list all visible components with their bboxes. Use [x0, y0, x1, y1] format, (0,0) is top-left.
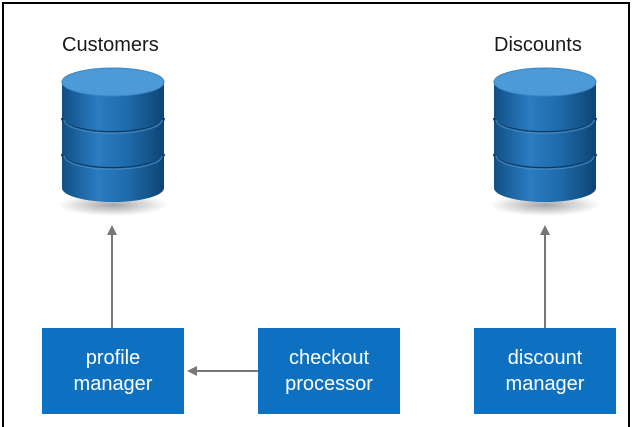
discount-manager-line1: discount [507, 347, 583, 369]
discounts-db-label: Discounts [494, 34, 582, 56]
customers-database-icon [58, 67, 168, 216]
discount-manager-line2: manager [505, 373, 585, 395]
customers-db-label: Customers [62, 34, 159, 56]
profile-manager-box[interactable]: profile manager [42, 328, 184, 414]
discounts-database-icon [490, 67, 600, 216]
checkout-processor-line1: checkout [288, 347, 370, 369]
checkout-processor-line2: processor [285, 373, 373, 395]
checkout-processor-box[interactable]: checkout processor [258, 328, 400, 414]
profile-manager-line1: profile [85, 347, 141, 369]
discount-manager-box[interactable]: discount manager [474, 328, 616, 414]
profile-manager-line2: manager [73, 373, 153, 395]
